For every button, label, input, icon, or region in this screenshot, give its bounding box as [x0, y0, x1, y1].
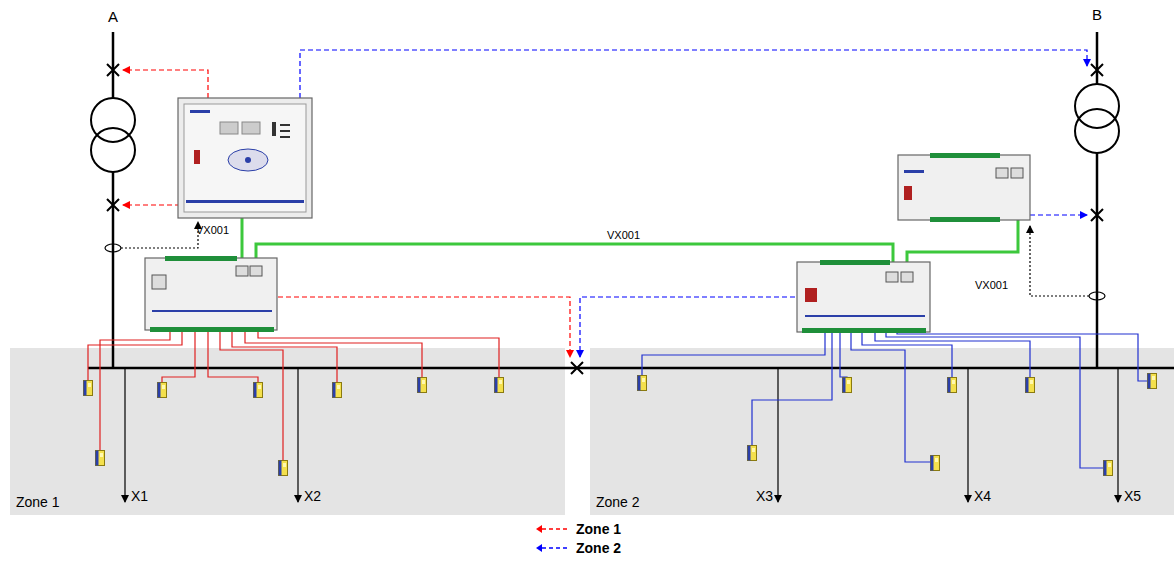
- feeder-name: X4: [974, 488, 991, 504]
- feeder-line: [125, 368, 1118, 502]
- legend-entry: Zone 1: [536, 521, 621, 537]
- sensor-wire-zone1: [88, 332, 499, 460]
- zone-band: Zone 2: [590, 348, 1174, 515]
- feeder-name: X3: [756, 488, 773, 504]
- busbar: [88, 367, 1174, 370]
- feeder-name: X2: [304, 488, 321, 504]
- cable-label: VX001: [196, 224, 229, 236]
- legend-text: Zone 2: [576, 540, 621, 556]
- main-relay: [178, 98, 312, 218]
- feeder-name: X5: [1124, 488, 1141, 504]
- arc-sensor: [84, 374, 1157, 476]
- circuit-breaker: [107, 64, 1103, 374]
- bus-name: A: [108, 8, 118, 25]
- zone-label: Zone 1: [16, 494, 60, 510]
- io-unit: [145, 256, 277, 332]
- legend-entry: Zone 2: [536, 540, 621, 556]
- small-relay: [898, 153, 1030, 222]
- bus-name: B: [1092, 6, 1102, 23]
- trip-signal-zone1: [123, 70, 570, 357]
- legend-sample: [536, 542, 570, 554]
- cable-label: VX001: [607, 229, 640, 241]
- zone-label: Zone 2: [596, 494, 640, 510]
- io-unit: [797, 260, 930, 333]
- trip-signal-zone2: [300, 50, 1087, 357]
- legend-text: Zone 1: [576, 521, 621, 537]
- cable-label: VX001: [975, 279, 1008, 291]
- incomer-line: [113, 32, 1097, 368]
- legend-sample: [536, 523, 570, 535]
- feeder-name: X1: [131, 488, 148, 504]
- sensor-wire-zone2: [642, 332, 1147, 468]
- zone-band: Zone 1: [10, 348, 565, 515]
